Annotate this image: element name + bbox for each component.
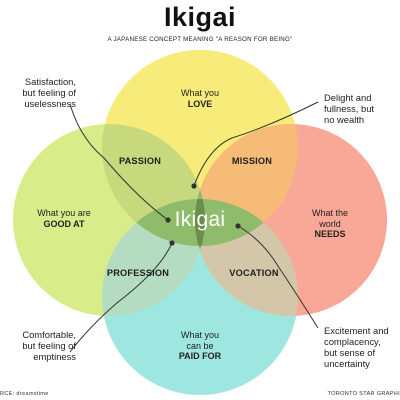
good-at-label: What you are GOOD AT [26,208,102,229]
note-line: Satisfaction, [24,76,76,87]
love-label: What you LOVE [160,88,240,109]
ikigai-center-label: Ikigai [174,208,226,231]
vocation-label: VOCATION [229,268,279,278]
leader-dot [191,183,197,189]
note-line: emptiness [33,351,76,362]
credit-source: RCE: dreamstime [0,391,49,397]
paid-for-line1: What you [180,330,220,340]
note-line: Excitement and [324,325,389,336]
mission-label: MISSION [231,156,273,166]
love-line1: What you [180,88,220,98]
leader-bottom-left [69,242,173,353]
note-line: no wealth [324,114,365,125]
good-at-line2: GOOD AT [43,218,85,229]
note-line: fullness, but [324,103,375,114]
needs-line1: What the [311,208,349,218]
paid-for-line2: can be [186,340,214,351]
page-subtitle: A JAPANESE CONCEPT MEANING "A REASON FOR… [107,36,293,43]
needs-line3: NEEDS [314,229,346,239]
passion-label: PASSION [118,156,162,166]
leader-dots [165,183,241,246]
note-bottom-right: Excitement and complacency, but sense of… [324,325,400,369]
note-bottom-left: Comfortable, but feeling of emptiness [2,329,76,362]
page-title: Ikigai [163,2,237,32]
needs-label: What the world NEEDS [300,208,360,240]
profession-label: PROFESSION [106,268,170,278]
love-line2: LOVE [187,98,213,109]
leader-top-left [69,103,169,221]
note-top-right: Delight and fullness, but no wealth [324,92,400,125]
note-line: uncertainty [324,358,370,369]
credit-publisher: TORONTO STAR GRAPHI [327,391,400,397]
note-line: but feeling of [22,87,76,98]
note-line: Comfortable, [22,329,76,340]
leader-lines [69,101,319,353]
good-at-line1: What you are [37,208,91,218]
leader-dot [235,223,241,229]
note-line: uselessness [24,98,76,109]
note-line: complacency, [324,336,381,347]
leader-dot [169,240,175,246]
note-line: but feeling of [22,340,76,351]
leader-top-right [193,101,319,187]
paid-for-label: What you can be PAID FOR [160,330,240,362]
note-line: Delight and [324,92,372,103]
leader-dot [165,217,171,223]
paid-for-line3: PAID FOR [178,351,222,361]
note-line: but sense of [324,347,376,358]
note-top-left: Satisfaction, but feeling of uselessness [2,76,76,109]
leader-bottom-right [237,225,319,329]
needs-line2: world [319,218,341,229]
